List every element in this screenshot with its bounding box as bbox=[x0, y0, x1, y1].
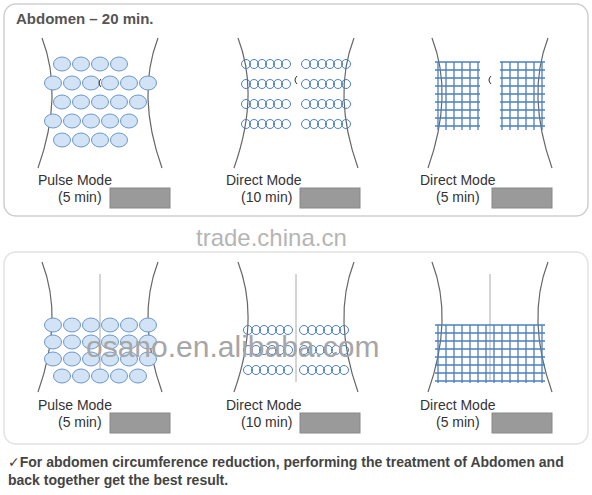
duration-label: (10 min) bbox=[241, 414, 292, 430]
redacted-box bbox=[492, 413, 552, 433]
mode-label: Direct Mode bbox=[226, 172, 301, 188]
panel-title: Abdomen – 20 min. bbox=[16, 10, 154, 27]
torso-outline bbox=[428, 38, 552, 168]
duration-label: (10 min) bbox=[241, 189, 292, 205]
redacted-box bbox=[110, 413, 170, 433]
mode-label: Pulse Mode bbox=[38, 172, 112, 188]
spine-line bbox=[100, 274, 101, 382]
torso-outline bbox=[38, 262, 162, 392]
mode-label: Direct Mode bbox=[420, 172, 495, 188]
navel-mark bbox=[295, 76, 297, 84]
duration-label: (5 min) bbox=[436, 189, 480, 205]
spine-line bbox=[490, 274, 491, 382]
torso-outline bbox=[38, 38, 162, 168]
torso-outline bbox=[428, 262, 552, 392]
top-panel bbox=[4, 4, 588, 216]
watermark: osano.en.alibaba.com bbox=[86, 330, 380, 365]
watermark: trade.china.cn bbox=[196, 224, 347, 252]
redacted-box bbox=[492, 188, 552, 208]
redacted-box bbox=[300, 188, 360, 208]
bottom-panel bbox=[4, 252, 588, 444]
navel-mark bbox=[489, 76, 491, 84]
direct-grid-pattern bbox=[435, 62, 545, 130]
redacted-box bbox=[110, 188, 170, 208]
redacted-box bbox=[300, 413, 360, 433]
duration-label: (5 min) bbox=[436, 414, 480, 430]
duration-label: (5 min) bbox=[58, 189, 102, 205]
mode-label: Direct Mode bbox=[420, 397, 495, 413]
caption-note: ✓For abdomen circumference reduction, pe… bbox=[8, 453, 584, 489]
mode-label: Pulse Mode bbox=[38, 397, 112, 413]
navel-mark bbox=[99, 79, 101, 87]
spine-line bbox=[296, 274, 297, 382]
duration-label: (5 min) bbox=[58, 414, 102, 430]
torso-outline bbox=[234, 262, 358, 392]
mode-label: Direct Mode bbox=[226, 397, 301, 413]
direct-coil-pattern bbox=[242, 60, 351, 129]
direct-grid-pattern bbox=[435, 325, 545, 383]
pulse-pattern bbox=[45, 57, 157, 147]
torso-outline bbox=[234, 38, 358, 168]
